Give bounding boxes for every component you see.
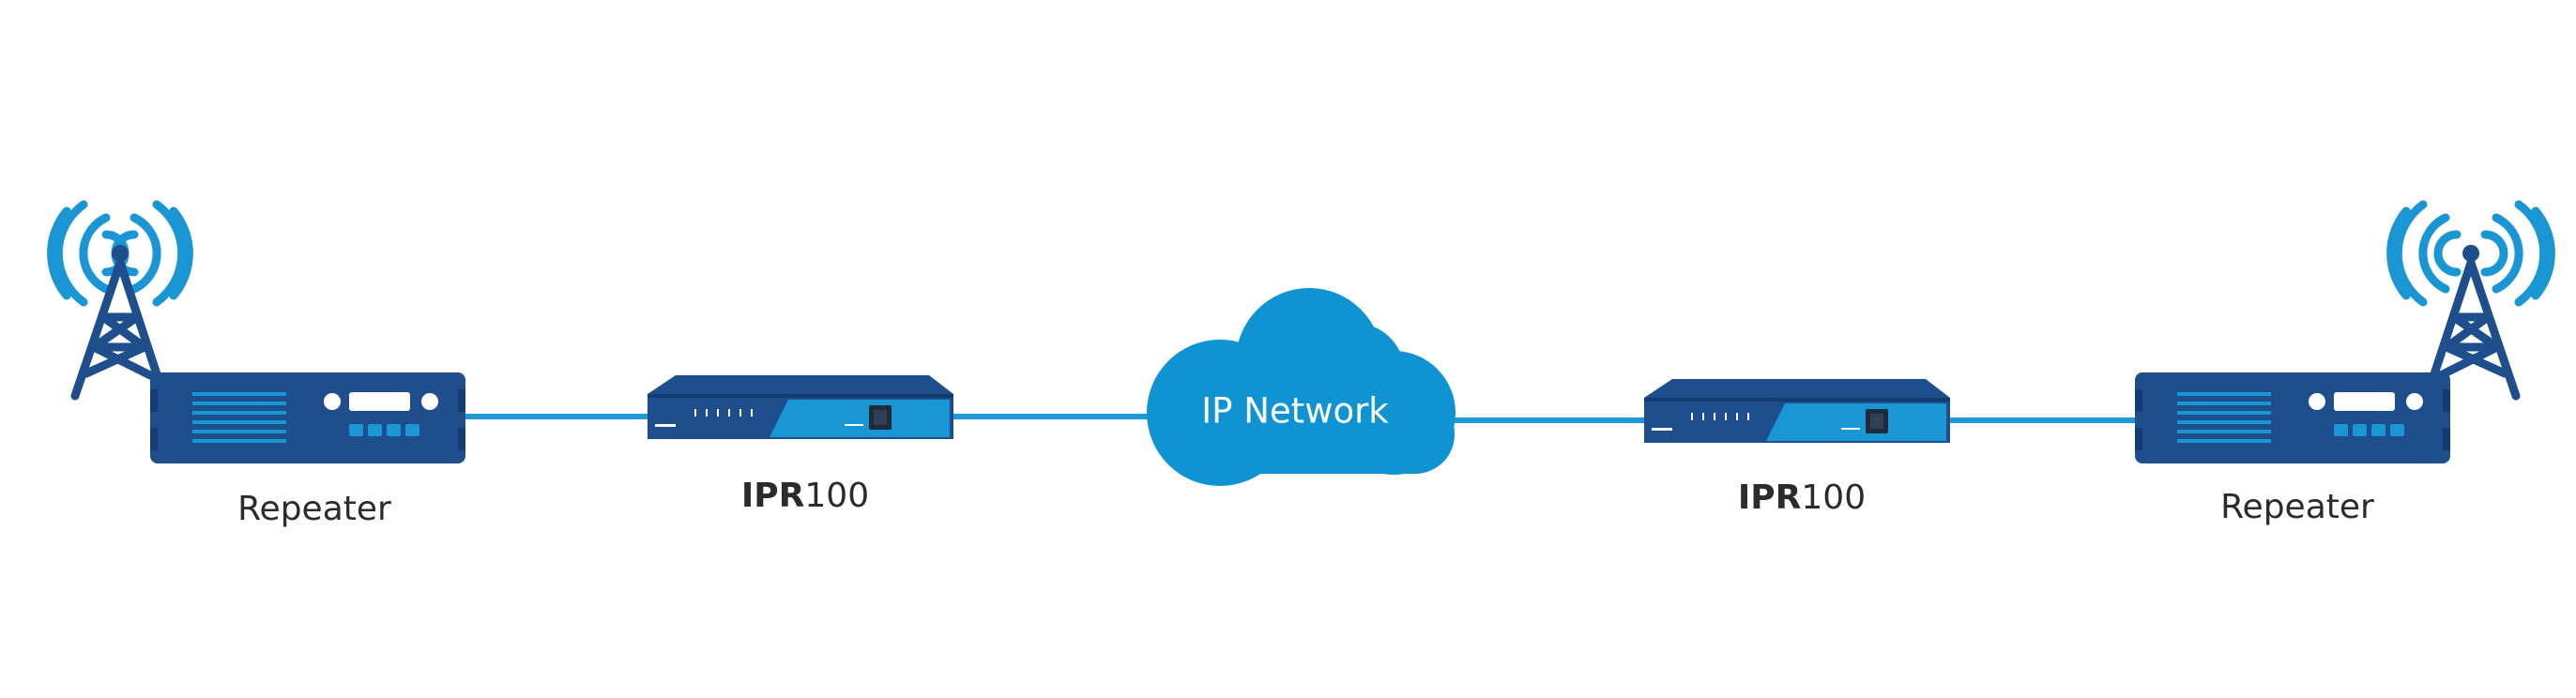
left-repeater [47,200,465,463]
repeater-device-icon [2135,372,2450,463]
left-router-model-prefix: IPR [740,477,805,515]
cloud-label: IP Network [1201,390,1389,432]
left-router-model-number: 100 [804,477,870,515]
right-router-icon [1644,379,1950,443]
radio-tower-icon [2427,245,2521,401]
right-repeater [2135,200,2555,463]
left-router-icon [648,375,953,439]
radio-tower-icon [70,245,164,401]
right-router-model-number: 100 [1801,478,1867,517]
antenna-signal-icon [2386,200,2555,307]
right-router-label: IPR100 [1738,478,1866,517]
cloud-icon [1147,288,1456,486]
right-router-model-prefix: IPR [1737,478,1802,517]
left-repeater-label: Repeater [237,490,391,528]
left-router-label: IPR100 [741,477,869,515]
repeater-device-icon [150,372,465,463]
connection-lines [465,414,2138,423]
right-repeater-label: Repeater [2220,488,2374,526]
